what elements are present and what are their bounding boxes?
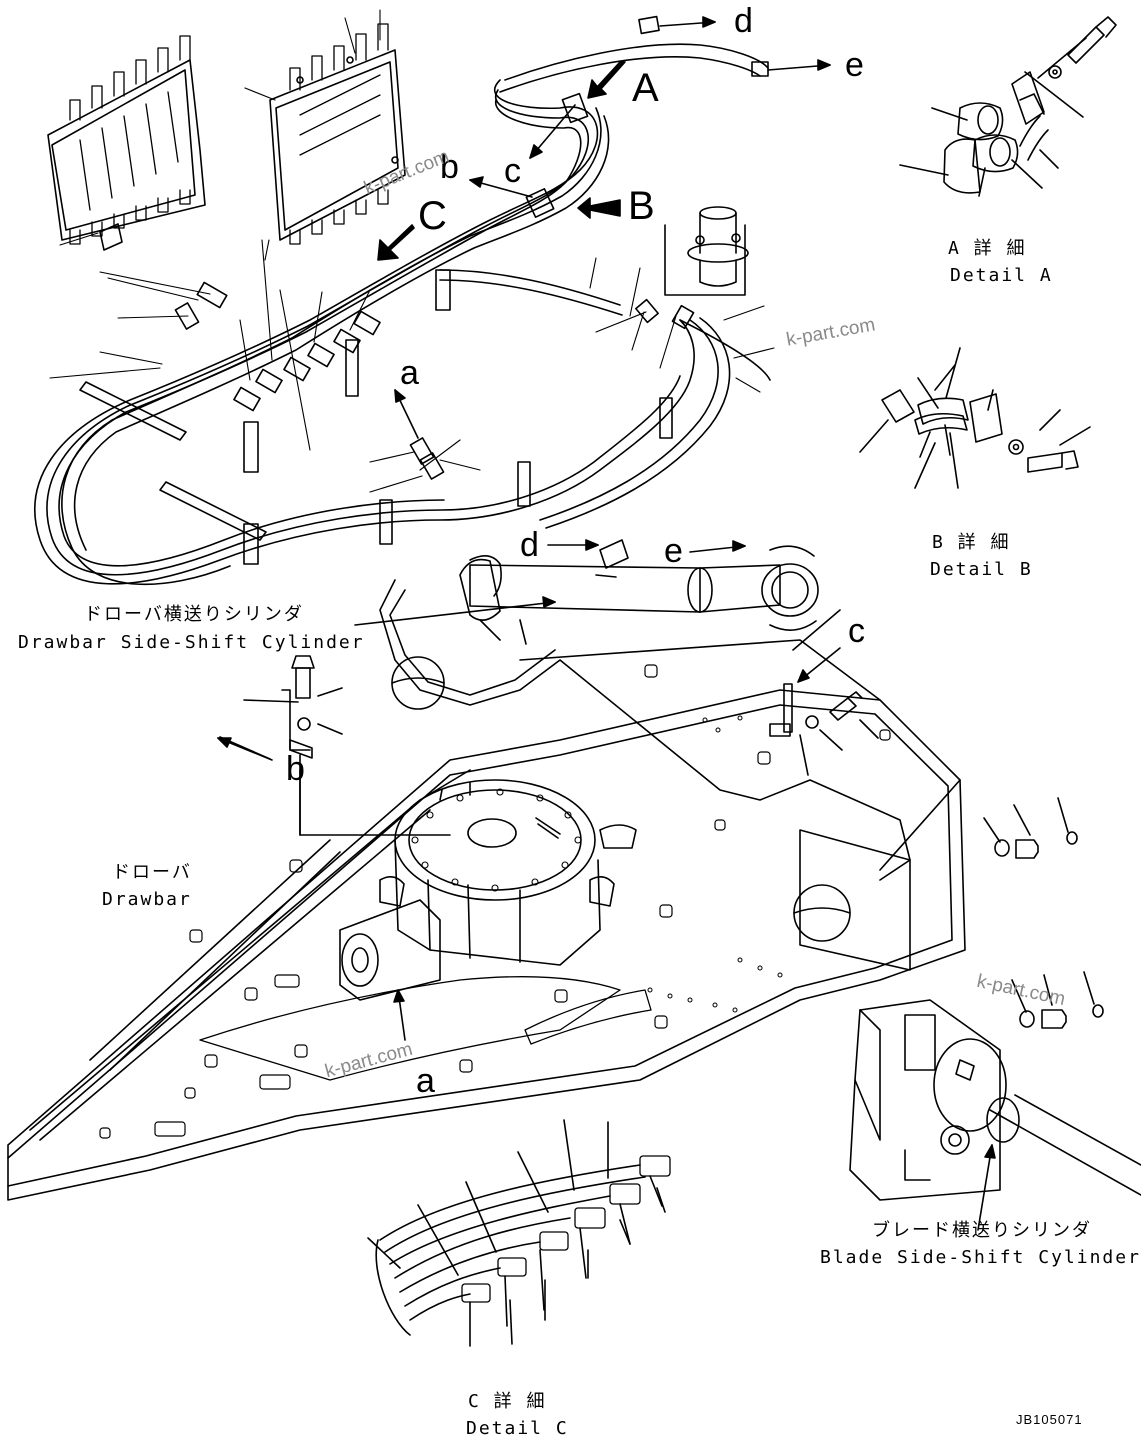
arrow-label-c-top: c xyxy=(504,152,521,190)
view-label-c: C xyxy=(418,194,447,238)
arrow-label-e-mid: e xyxy=(664,532,683,570)
arrow-label-a-bottom: a xyxy=(416,1062,435,1100)
arrow-label-a-mid: a xyxy=(400,354,419,392)
view-label-a: A xyxy=(632,66,659,110)
arrow-label-c-right: c xyxy=(848,612,865,650)
detail-a-drawing xyxy=(900,17,1116,196)
detail-c-caption-en: Detail C xyxy=(466,1418,569,1439)
drawing-code: JB105071 xyxy=(1016,1412,1083,1427)
detail-a-caption-jp: A 詳 細 xyxy=(948,238,1027,259)
arrows xyxy=(218,17,995,1230)
detail-c-caption-jp: C 詳 細 xyxy=(468,1391,547,1412)
blade-cylinder-label-jp: ブレード横送りシリンダ xyxy=(872,1220,1092,1241)
drawbar-cylinder-label-en: Drawbar Side-Shift Cylinder xyxy=(18,632,365,653)
arrow-label-b-top: b xyxy=(440,148,459,186)
detail-b-caption-en: Detail B xyxy=(930,559,1033,580)
detail-b-caption-jp: B 詳 細 xyxy=(932,532,1011,553)
hose-clamps xyxy=(80,94,672,564)
arrow-label-b-left: b xyxy=(286,750,305,788)
control-valve-left xyxy=(48,36,205,250)
drawbar-cylinder xyxy=(460,540,818,644)
bracket-b xyxy=(220,656,450,835)
leader-lines xyxy=(50,10,774,492)
drawbar-frame xyxy=(8,580,965,1200)
drawbar-cylinder-label-jp: ドローバ横送りシリンダ xyxy=(84,604,304,625)
arrow-label-d-mid: d xyxy=(520,526,539,564)
view-label-b: B xyxy=(628,184,655,228)
view-arrows xyxy=(378,62,625,260)
arrow-label-d-top: d xyxy=(734,2,753,40)
drawbar-label-jp: ドローバ xyxy=(112,862,192,883)
hose-bundle xyxy=(35,44,770,584)
detail-c-drawing xyxy=(368,1120,670,1346)
circle-gearbox xyxy=(340,780,636,1000)
detail-b-drawing xyxy=(860,348,1090,488)
drawbar-label-en: Drawbar xyxy=(102,889,192,910)
control-valve-right xyxy=(270,24,405,244)
arrow-label-e-top: e xyxy=(845,46,864,84)
swivel-joint xyxy=(665,207,748,295)
hose-fittings xyxy=(175,17,768,479)
blade-cylinder xyxy=(850,1000,1141,1200)
plug-fittings xyxy=(984,798,1103,1028)
blade-cylinder-label-en: Blade Side-Shift Cylinder xyxy=(820,1247,1141,1268)
clamp-c xyxy=(770,610,878,775)
detail-a-caption-en: Detail A xyxy=(950,265,1053,286)
